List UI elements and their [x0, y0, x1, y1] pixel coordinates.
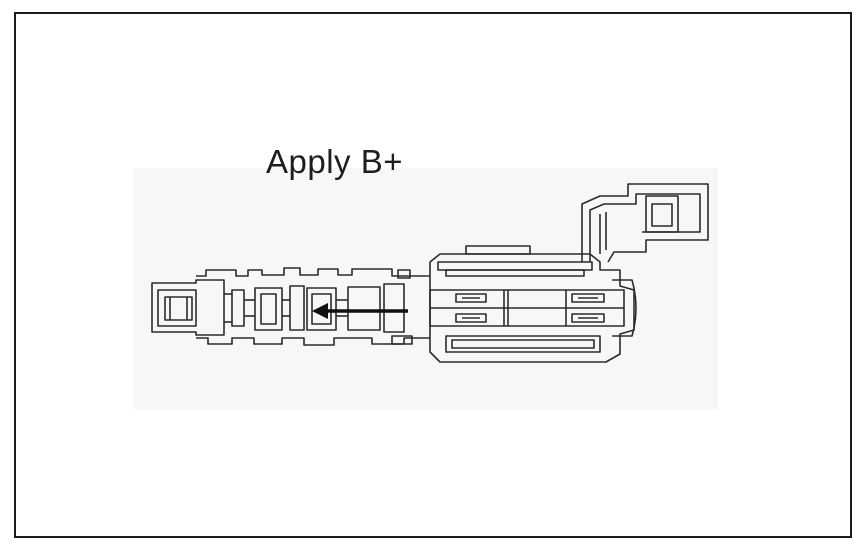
spool-left-end — [151, 279, 225, 336]
electrical-connector — [581, 183, 709, 263]
flow-arrow — [312, 303, 408, 319]
background-tint — [134, 168, 718, 410]
apply-b-plus-label: Apply B+ — [266, 143, 403, 180]
solenoid-housing — [429, 245, 637, 363]
spool-body — [196, 267, 430, 346]
